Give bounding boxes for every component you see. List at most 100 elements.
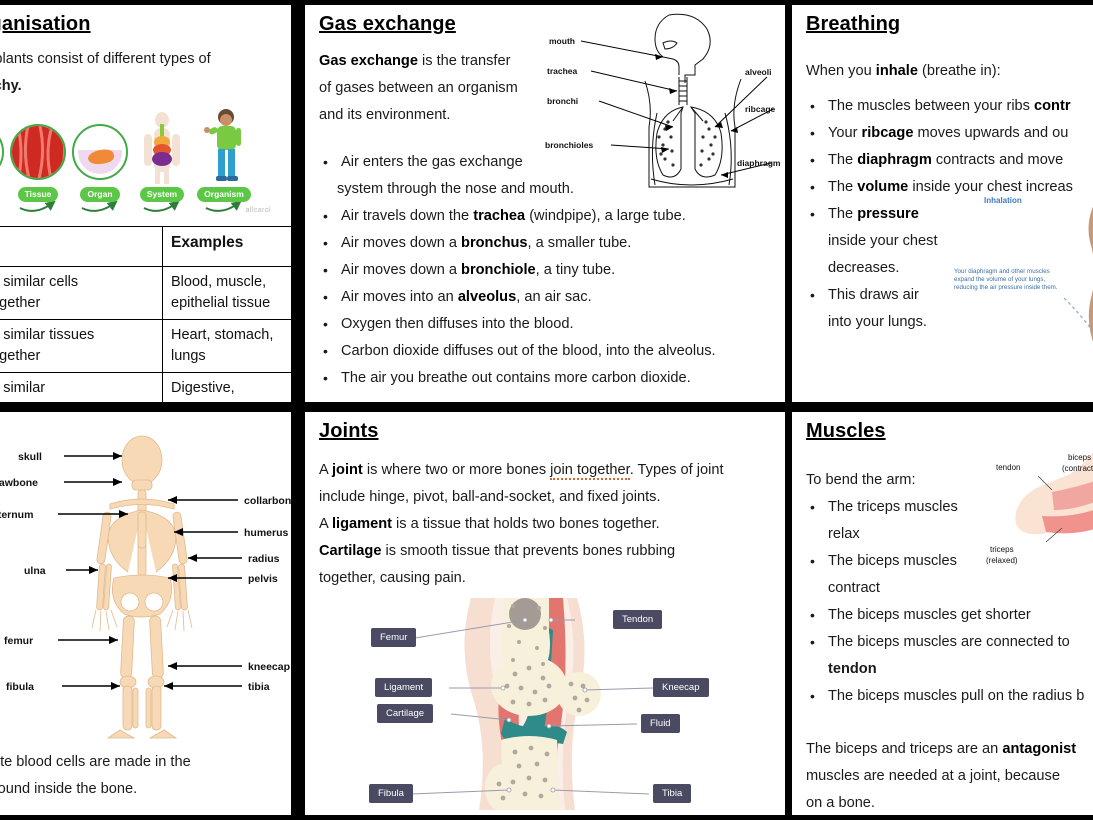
diagram-label-bronchioles: bronchioles xyxy=(545,140,593,150)
skeleton-label-radius: radius xyxy=(248,553,280,565)
list-item: Air moves down a bronchus, a smaller tub… xyxy=(319,230,771,257)
table-cell-definition: p of similar tissues g together xyxy=(0,319,163,373)
tissue-illustration xyxy=(10,124,66,180)
bullet-text: The triceps muscles xyxy=(828,499,958,515)
closing-line2: muscles are needed at a joint, because xyxy=(806,768,1060,784)
breathing-lead: When you inhale (breathe in): xyxy=(806,58,1093,85)
para-line4c: is smooth tissue that prevents bones rub… xyxy=(381,543,676,559)
bullet-keyword: volume xyxy=(857,179,909,195)
bullet-continuation: inside your chest xyxy=(828,233,938,249)
list-item: The biceps muscles contract xyxy=(806,548,1093,602)
para-line3c: is a tissue that holds two bones togethe… xyxy=(392,516,660,532)
definition-term: Gas exchange xyxy=(319,53,418,69)
list-item: The volume inside your chest increas xyxy=(806,174,1093,201)
bullet-text: Air moves into an xyxy=(341,289,458,305)
bullet-continuation: system through the nose and mouth. xyxy=(337,181,574,197)
bullet-keyword: diaphragm xyxy=(857,152,932,168)
knee-joint-diagram: Femur Ligament Cartilage Fibula Tendon K… xyxy=(353,598,777,810)
panel-joints: Joints A joint is where two or more bone… xyxy=(305,412,785,815)
list-item: The triceps muscles relax xyxy=(806,494,1093,548)
para-c: is where two or more bones xyxy=(362,462,551,478)
bullet-keyword: trachea xyxy=(473,208,526,224)
list-item: The pressure inside your chest decreases… xyxy=(806,201,1093,282)
lead-post: (breathe in): xyxy=(917,63,1001,79)
bullet-keyword: bronchiole xyxy=(461,262,536,278)
skeleton-label-jawbone: jawbone xyxy=(0,477,38,489)
list-item: This draws air into your lungs. xyxy=(806,282,1093,336)
list-item: The biceps muscles get shorter xyxy=(806,602,1093,629)
organisation-hierarchy-figure: Cell Tissue xyxy=(0,104,277,216)
skeleton-label-tibia: tibia xyxy=(248,681,270,693)
bullet-text: The biceps muscles are connected to xyxy=(828,634,1070,650)
knee-callout-ligament: Ligament xyxy=(375,678,433,697)
cell-illustration xyxy=(0,124,4,180)
bullet-text: Air moves down a xyxy=(341,262,462,278)
list-item: Air moves down a bronchiole, a tiny tube… xyxy=(319,257,771,284)
muscles-closing: The biceps and triceps are an antagonist… xyxy=(806,736,1093,815)
closing-bold: ells. xyxy=(0,722,291,749)
bullet-text: The xyxy=(828,152,858,168)
organ-illustration xyxy=(72,124,128,180)
bullet-text: The muscles between your ribs xyxy=(828,98,1035,114)
bullet-text-post: moves upwards and ou xyxy=(913,125,1069,141)
diagram-label-mouth: mouth xyxy=(549,36,575,46)
list-item: The muscles between your ribs contr xyxy=(806,93,1093,120)
knee-callout-femur: Femur xyxy=(371,628,417,647)
definition-line1: is the transfer xyxy=(417,53,511,69)
hierarchy-step-system: System xyxy=(130,110,194,202)
breathing-bullet-list: The muscles between your ribs contr Your… xyxy=(806,93,1093,336)
arm-label-triceps-state: (relaxed) xyxy=(986,556,1018,565)
panel-gas-exchange: Gas exchange Gas exchange is the transfe… xyxy=(305,5,785,402)
bullet-text: This draws air xyxy=(828,287,919,303)
knee-callout-cartilage: Cartilage xyxy=(377,704,434,723)
gas-exchange-bullet-list: Air enters the gas exchange system throu… xyxy=(319,149,771,392)
table-cell-definition: p of similar cells g together xyxy=(0,266,163,320)
closing-keyword: antagonist xyxy=(1002,741,1077,757)
organisation-intro-line2: erarchy. xyxy=(0,78,22,94)
bullet-text: The biceps muscles xyxy=(828,553,957,569)
arm-label-tendon: tendon xyxy=(996,463,1020,472)
bullet-keyword: pressure xyxy=(857,206,919,222)
organisation-table: on Examples p of similar cells g togethe… xyxy=(0,226,291,402)
hierarchy-step-cell: Cell xyxy=(0,124,8,202)
panel-organisation: Organisation and plants consist of diffe… xyxy=(0,5,291,402)
hierarchy-label-tissue: Tissue xyxy=(17,186,59,202)
knee-callout-tendon: Tendon xyxy=(613,610,663,629)
list-item: Your ribcage moves upwards and ou xyxy=(806,120,1093,147)
knee-callout-fluid: Fluid xyxy=(641,714,680,733)
inhalation-caption: Your diaphragm and other muscles expand … xyxy=(954,268,1058,291)
respiratory-system-diagram: mouth trachea bronchi bronchioles alveol… xyxy=(545,9,785,209)
inhalation-title: Inhalation xyxy=(984,196,1022,205)
list-item: Air enters the gas exchange system throu… xyxy=(319,149,771,203)
closing-line3: on a bone. xyxy=(806,795,875,811)
bullet-text: Air enters the gas exchange xyxy=(341,154,523,170)
lead-keyword: inhale xyxy=(875,63,918,79)
bullet-continuation: contract xyxy=(828,580,880,596)
para-keyword-joint: joint xyxy=(331,462,363,478)
table-row: p of similar cells g together Blood, mus… xyxy=(0,266,291,320)
skeleton-label-sternum: sternum xyxy=(0,509,33,521)
panel-title-breathing: Breathing xyxy=(806,13,901,35)
hierarchy-watermark: allcarol xyxy=(245,207,271,214)
panel-skeleton: dy. xyxy=(0,412,291,815)
arm-muscle-diagram: tendon biceps (contracted) triceps (rela… xyxy=(982,440,1093,580)
table-cell-examples: Digestive, gas exchange xyxy=(162,372,291,402)
panel-title-joints: Joints xyxy=(319,420,379,442)
human-skeleton-diagram: skull jawbone sternum ulna femur fibula … xyxy=(0,430,291,740)
arm-label-biceps: biceps xyxy=(1068,453,1091,462)
definition-line3: and its environment. xyxy=(319,107,451,123)
list-item: The air you breathe out contains more ca… xyxy=(319,365,771,392)
table-header-row: on Examples xyxy=(0,226,291,267)
diagram-label-ribcage: ribcage xyxy=(745,104,776,114)
hierarchy-label-system: System xyxy=(139,186,185,202)
skeleton-label-collarbone: collarbone xyxy=(244,495,291,507)
skeleton-label-fibula: fibula xyxy=(6,681,34,693)
arm-label-biceps-state: (contracted) xyxy=(1062,464,1093,473)
bullet-text: Air travels down the xyxy=(341,208,474,224)
list-item: The diaphragm contracts and move xyxy=(806,147,1093,174)
bullet-keyword: contr xyxy=(1034,98,1071,114)
para-d: . Types of joint xyxy=(629,462,724,478)
diagram-label-alveoli: alveoli xyxy=(745,67,771,77)
hierarchy-arrows-icon xyxy=(19,200,242,212)
